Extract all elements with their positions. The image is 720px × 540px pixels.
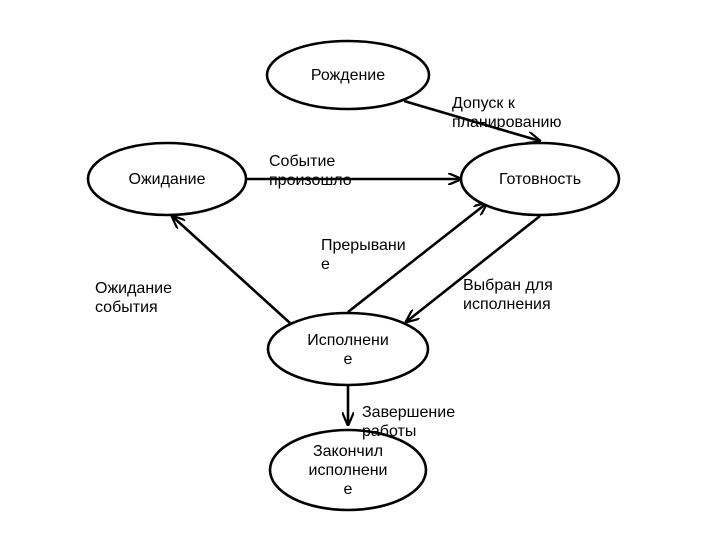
edge-exit-label: Завершение работы <box>362 404 456 440</box>
edge-admit-label: Допуск к планированию <box>452 95 562 131</box>
arrow-wait-event <box>172 216 291 324</box>
arrow-interrupt <box>347 203 487 314</box>
edge-interrupt-label: Прерывани е <box>321 237 406 273</box>
node-ready <box>459 141 621 217</box>
node-birth-label: Рождение <box>310 67 386 84</box>
edge-dispatch-label: Выбран для исполнения <box>463 277 553 313</box>
node-birth <box>265 39 431 111</box>
edge-event-occurred-label: Событие произошло <box>269 153 352 189</box>
node-waiting-label: Ожидание <box>128 171 206 188</box>
edge-wait-event-label: Ожидание события <box>95 280 172 316</box>
node-finished-label: Закончил исполнени е <box>308 443 388 498</box>
node-finished <box>268 428 428 512</box>
arrow-admit <box>403 99 540 141</box>
arrow-dispatch <box>406 214 541 322</box>
node-waiting <box>86 141 248 217</box>
node-ready-label: Готовность <box>498 171 582 188</box>
node-running-label: Исполнени е <box>307 332 389 368</box>
node-running <box>266 311 430 387</box>
